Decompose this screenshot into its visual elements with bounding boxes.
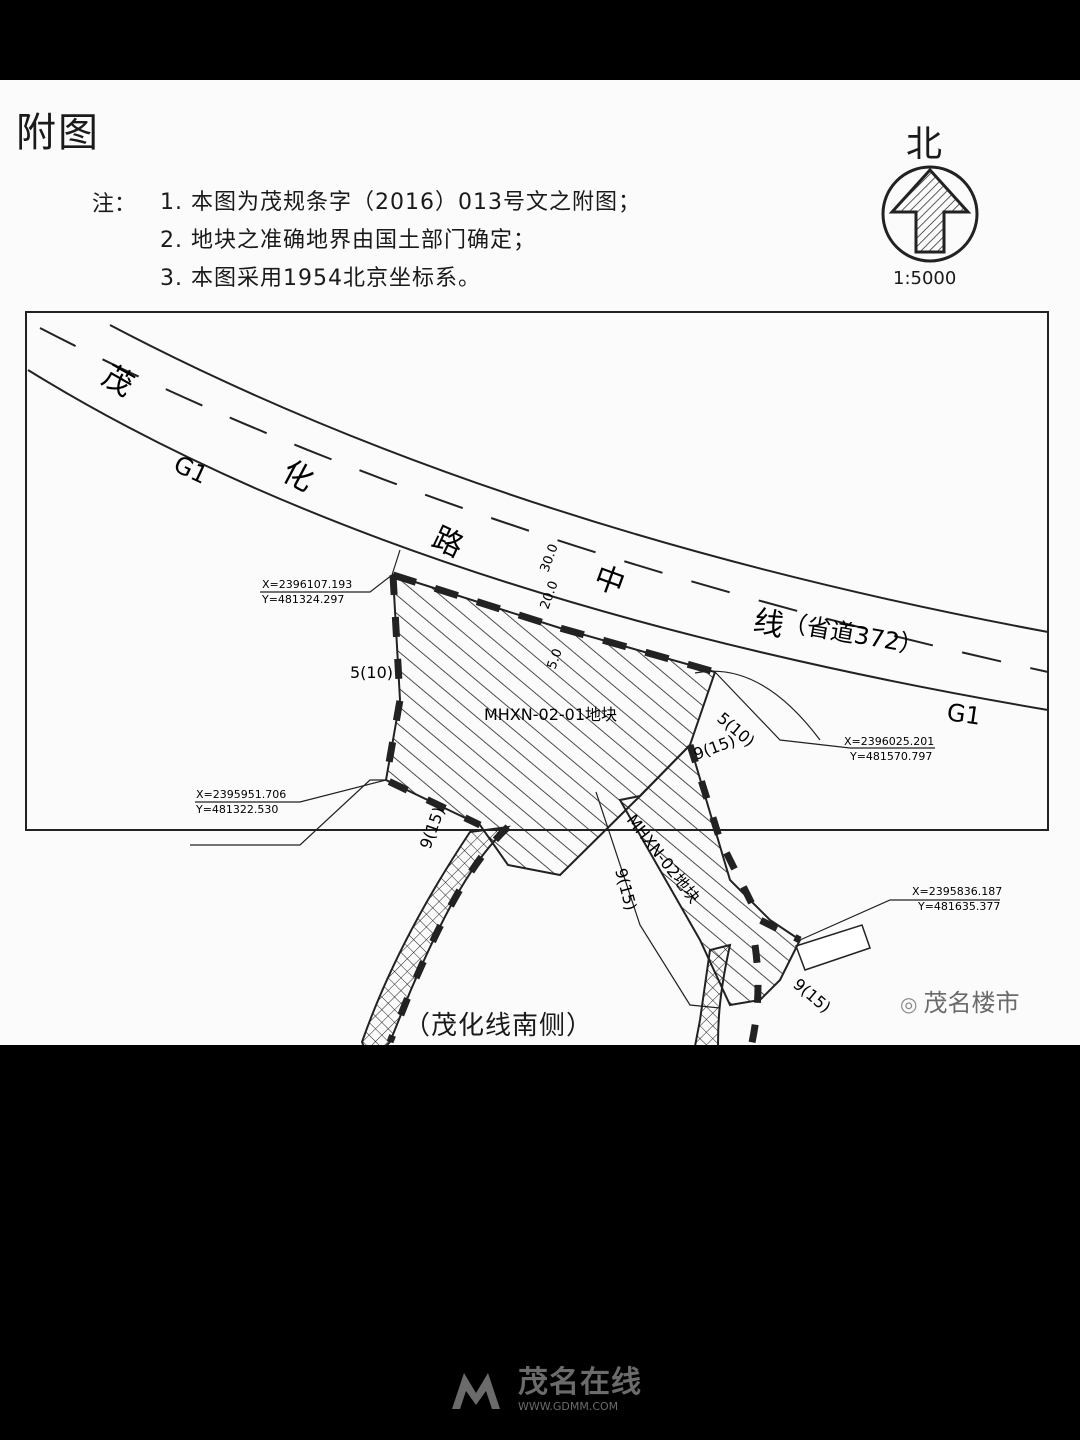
note-3: 3. 本图采用1954北京坐标系。 bbox=[160, 266, 481, 291]
setback-label-bottom: 9(15) bbox=[416, 804, 449, 851]
coord-3-y: Y=481322.530 bbox=[195, 803, 278, 816]
note-label: 注： bbox=[92, 192, 137, 217]
doc-title: 附图 bbox=[16, 110, 100, 156]
footer-url: WWW.GDMM.COM bbox=[518, 1400, 619, 1413]
coord-1-y: Y=481324.297 bbox=[261, 593, 344, 606]
boundary-line-east bbox=[694, 670, 821, 741]
coord-4-y: Y=481635.377 bbox=[917, 900, 1000, 913]
setback-label-right2: 9(15) bbox=[691, 731, 738, 764]
coord-2-y: Y=481570.797 bbox=[849, 750, 932, 763]
site-plan: 茂 化 路 中 线 （省道372） G1 G1 30.0 20.0 5.0 5(… bbox=[25, 311, 1049, 1045]
channel-east-setback bbox=[747, 944, 762, 1045]
map-sheet: 附图 注： 1. 本图为茂规条字（2016）013号文之附图； 2. 地块之准确… bbox=[0, 80, 1080, 1045]
parcel-1-label: MHXN-02-01地块 bbox=[484, 705, 617, 724]
road-char-4: 中 bbox=[589, 560, 629, 603]
setback-label-top3: 5.0 bbox=[545, 647, 566, 672]
leader-coord-2 bbox=[714, 671, 935, 749]
mm-logo-icon bbox=[452, 1373, 500, 1409]
channel-west-setback bbox=[386, 824, 511, 1044]
road-char-5: 线 bbox=[750, 604, 787, 644]
setback-label-lower2: 9(15) bbox=[789, 975, 834, 1017]
wechat-icon: ◎ bbox=[900, 992, 918, 1016]
coord-2-x: X=2396025.201 bbox=[844, 735, 934, 748]
watermark: ◎茂名楼市 bbox=[900, 983, 1019, 1018]
setback-line-top bbox=[391, 571, 716, 676]
road-edge-north bbox=[27, 369, 1049, 711]
road-code-right: G1 bbox=[945, 698, 982, 730]
boundary-line bbox=[190, 779, 385, 846]
setback-label-top2: 20.0 bbox=[538, 579, 562, 611]
setback-label-left: 5(10) bbox=[350, 663, 393, 682]
coord-1-x: X=2396107.193 bbox=[262, 578, 352, 591]
channel-east bbox=[694, 943, 732, 1045]
note-1: 1. 本图为茂规条字（2016）013号文之附图； bbox=[160, 190, 641, 215]
edge-tick bbox=[391, 549, 401, 576]
road-centerline bbox=[39, 327, 1049, 673]
setback-line-west bbox=[382, 574, 482, 829]
setback-line-parcel-2 bbox=[686, 743, 802, 944]
small-structure bbox=[795, 924, 871, 971]
footer-brand: 茂名在线 bbox=[518, 1365, 642, 1400]
leader-coord-3 bbox=[195, 779, 387, 803]
road-char-1: 茂 bbox=[96, 359, 139, 404]
map-caption: （茂化线南侧） bbox=[404, 1011, 594, 1041]
road-char-2: 化 bbox=[276, 454, 319, 499]
leader-coord-1 bbox=[260, 574, 393, 593]
footer-logo: 茂名在线 WWW.GDMM.COM bbox=[450, 1360, 642, 1420]
watermark-text: 茂名楼市 bbox=[923, 989, 1020, 1017]
north-label: 北 bbox=[906, 124, 943, 165]
road-edge-south bbox=[109, 324, 1049, 633]
leader-coord-4 bbox=[799, 899, 1000, 941]
setback-label-top: 30.0 bbox=[538, 542, 562, 574]
north-arrow-icon bbox=[881, 165, 979, 263]
road-suffix: （省道372） bbox=[781, 608, 926, 660]
note-2: 2. 地块之准确地界由国土部门确定； bbox=[160, 228, 536, 253]
coord-4-x: X=2395836.187 bbox=[912, 885, 1002, 898]
coord-3-x: X=2395951.706 bbox=[196, 788, 286, 801]
road-code-left: G1 bbox=[169, 450, 212, 490]
setback-label-lower: 9(15) bbox=[611, 866, 640, 912]
scale-label: 1:5000 bbox=[893, 268, 957, 289]
